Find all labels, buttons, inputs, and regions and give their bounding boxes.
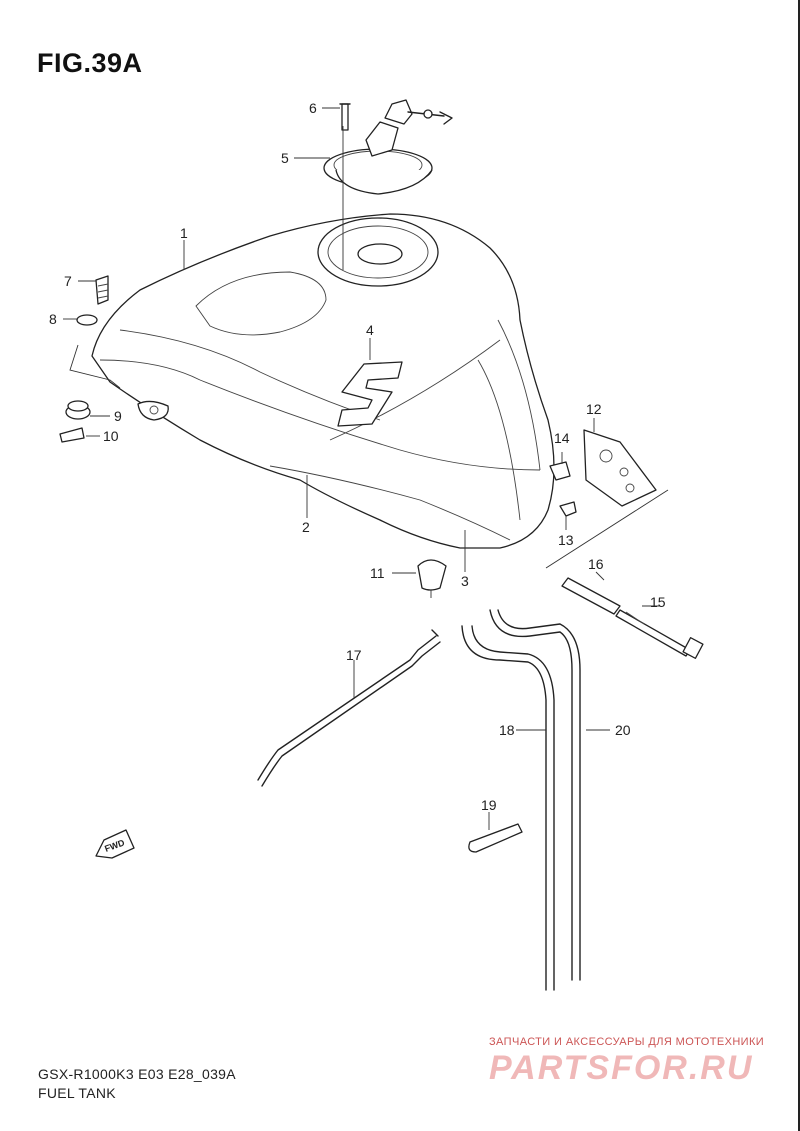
fuel-hoses [461,609,581,991]
hose-clamp [468,823,523,853]
callout-20: 20 [615,722,631,738]
figure-title: FIG.39A [37,48,143,78]
forward-arrow-icon: FWD [95,829,135,859]
leader-lines [63,107,660,830]
callout-11: 11 [370,565,385,581]
watermark-tagline: ЗАПЧАСТИ И АКСЕССУАРЫ ДЛЯ МОТОТЕХНИКИ [489,1036,765,1048]
callout-2: 2 [302,519,310,535]
callout-1: 1 [180,225,188,241]
tank-damper [417,559,447,591]
callout-15: 15 [650,594,666,610]
callout-8: 8 [49,311,57,327]
callout-19: 19 [481,797,497,813]
model-code: GSX-R1000K3 E03 E28_039A [38,1066,236,1082]
diagram-caption: FUEL TANK [38,1085,116,1101]
callout-10: 10 [103,428,119,444]
tank-pivot-bolt [561,577,704,659]
callout-12: 12 [586,401,602,417]
callout-16: 16 [588,556,604,572]
callout-18: 18 [499,722,515,738]
rear-bracket-hardware [545,429,669,569]
callout-14: 14 [554,430,570,446]
callout-9: 9 [114,408,122,424]
callout-numbers: 1 2 3 4 5 6 7 8 9 10 11 12 13 14 15 16 1… [49,100,666,813]
callout-6: 6 [309,100,317,116]
callout-7: 7 [64,273,72,289]
callout-13: 13 [558,532,574,548]
fuel-tank-body [91,213,555,549]
callout-3: 3 [461,573,469,589]
callout-5: 5 [281,150,289,166]
callout-4: 4 [366,322,374,338]
watermark-logo: PARTSFOR.RU [489,1049,754,1087]
fuel-cap-assembly [323,99,453,195]
callout-17: 17 [346,647,362,663]
drain-pipe [257,629,439,781]
front-mount-hardware [59,275,121,443]
